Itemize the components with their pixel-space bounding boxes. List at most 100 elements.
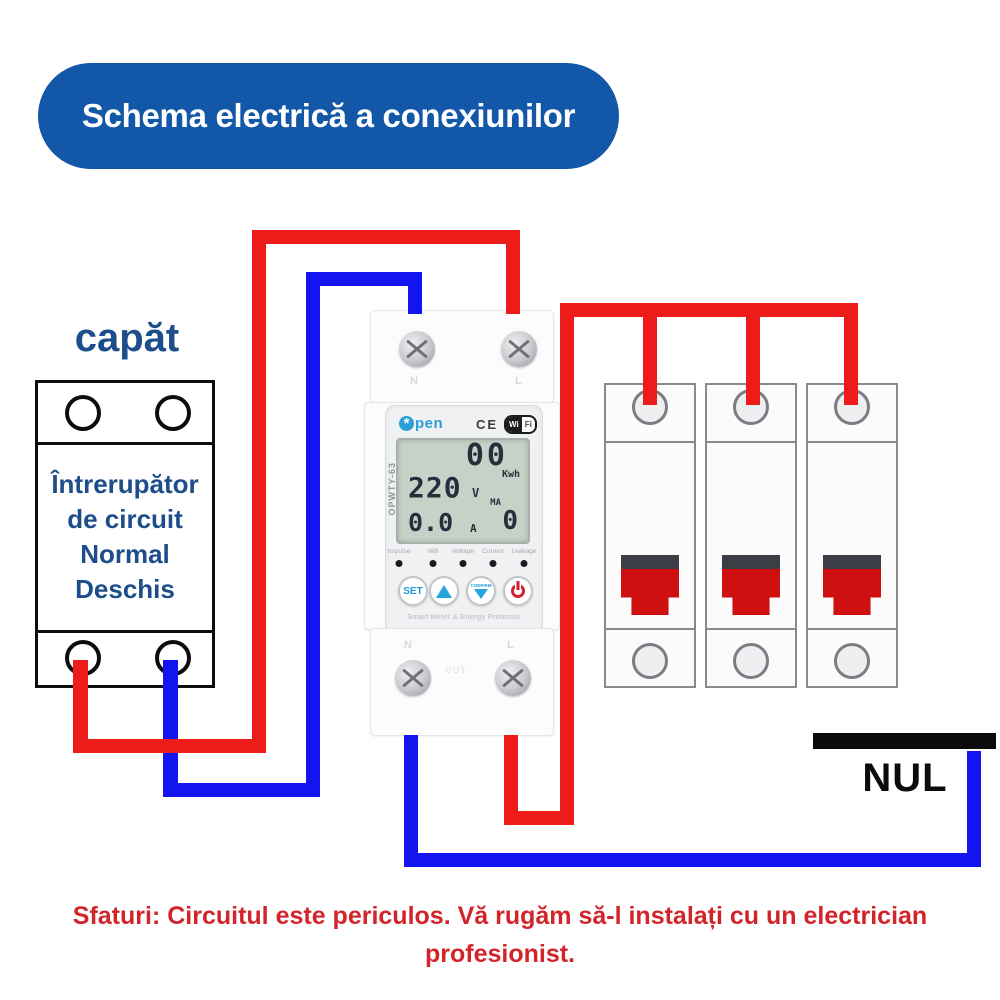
indicator-led [429, 560, 437, 567]
power-button [503, 576, 533, 606]
blue-wire-segment [404, 735, 418, 867]
breaker-bottom-section [707, 628, 795, 686]
left-breaker-label: Întrerupător de circuit Normal Deschis [38, 467, 212, 607]
blue-wire-segment [163, 660, 178, 797]
neutral-busbar [813, 733, 996, 749]
blue-wire-segment [163, 783, 320, 797]
breaker-switch-bar [722, 555, 780, 569]
out-embossed-label: OUT [445, 665, 467, 675]
breaker-switch-toggle [621, 569, 679, 615]
lcd-energy-value: 00 [465, 438, 508, 473]
breaker-bottom-section [808, 628, 896, 686]
red-wire-segment [252, 230, 266, 753]
lcd-display: 00 Kwh 220 V 0.0 A MA 0 [396, 438, 530, 544]
smart-meter-device: N L * pen CE Wi Fi OPWTY-63 00 Kwh 220 V… [364, 310, 560, 736]
label-line: Deschis [75, 574, 175, 604]
meter-top-terminal-block: N L [370, 310, 554, 404]
label-line: Normal [80, 539, 170, 569]
blue-wire-segment [967, 751, 981, 867]
lcd-leakage-value: 0 [502, 506, 518, 536]
terminal-circle [733, 643, 769, 679]
meter-bottom-terminal-block: N L OUT [370, 628, 554, 736]
left-breaker-bottom-section [38, 630, 212, 685]
indicator-label: Impulse [387, 548, 411, 555]
set-button: SET [398, 576, 428, 606]
red-wire-segment [73, 660, 88, 753]
breaker-top-section [808, 385, 896, 443]
terminal-label-l: L [515, 375, 522, 387]
label-line: de circuit [67, 504, 183, 534]
red-wire-segment [844, 310, 858, 405]
wifi-badge-left: Wi [506, 417, 522, 432]
red-wire-segment [504, 811, 574, 825]
left-breaker-top-section [38, 383, 212, 445]
circuit-breaker-3 [806, 383, 898, 688]
lcd-current-unit: A [470, 522, 477, 535]
screw-icon [501, 331, 537, 367]
blue-wire-segment [306, 272, 320, 797]
indicator-label: Wifi [427, 548, 439, 555]
red-wire-segment [560, 303, 858, 317]
breaker-bottom-section [606, 628, 694, 686]
blue-wire-segment [404, 853, 981, 867]
warning-text: Sfaturi: Circuitul este periculos. Vă ru… [72, 902, 928, 968]
indicator-led [395, 560, 403, 567]
meter-faceplate: * pen CE Wi Fi OPWTY-63 00 Kwh 220 V 0.0… [385, 405, 543, 641]
capat-heading: capăt [74, 316, 180, 360]
indicator-led [489, 560, 497, 567]
indicator-label: Voltage [452, 548, 474, 555]
blue-wire-segment [408, 272, 422, 314]
gear-icon: * [399, 416, 414, 431]
lcd-voltage-unit: V [472, 486, 480, 500]
normally-open-breaker-box: Întrerupător de circuit Normal Deschis [35, 380, 215, 688]
up-arrow-icon [436, 584, 452, 598]
breaker-switch-bar [621, 555, 679, 569]
red-wire-segment [73, 739, 266, 753]
red-wire-segment [506, 230, 520, 314]
lcd-leakage-label: MA [490, 498, 501, 508]
indicator-led [520, 560, 528, 567]
meter-tagline: Smart Meter & Energy Protector [407, 612, 521, 621]
wifi-badge-icon: Wi Fi [504, 415, 537, 434]
breaker-switch-bar [823, 555, 881, 569]
lcd-energy-unit: Kwh [501, 469, 520, 480]
terminal-label-n: N [404, 639, 412, 651]
lcd-current-value: 0.0 [408, 508, 454, 537]
title-banner: Schema electrică a conexiunilor [38, 63, 619, 169]
terminal-circle [834, 389, 870, 425]
breaker-switch-toggle [823, 569, 881, 615]
down-arrow-icon [474, 589, 488, 599]
terminal-circle [155, 395, 191, 431]
set-button-label: SET [403, 585, 423, 597]
terminal-label-l: L [507, 639, 514, 651]
confirm-button-label: CONFIRM [470, 583, 492, 588]
screw-icon [495, 660, 531, 696]
nul-label: NUL [862, 756, 948, 800]
terminal-circle [632, 643, 668, 679]
page-title: Schema electrică a conexiunilor [81, 97, 576, 134]
circuit-breaker-2 [705, 383, 797, 688]
brand-logo: * pen [399, 415, 443, 432]
confirm-button: CONFIRM [466, 576, 496, 606]
terminal-circle [65, 395, 101, 431]
lcd-voltage-value: 220 [408, 471, 462, 504]
up-button [429, 576, 459, 606]
red-wire-segment [504, 735, 518, 825]
screw-icon [395, 660, 431, 696]
circuit-breaker-1 [604, 383, 696, 688]
indicator-label: Leakage [511, 548, 537, 555]
red-wire-segment [643, 310, 657, 405]
red-wire-segment [746, 310, 760, 405]
red-wire-segment [252, 230, 520, 244]
screw-icon [399, 331, 435, 367]
blue-wire-segment [306, 272, 422, 286]
terminal-label-n: N [410, 375, 418, 387]
ce-mark: CE [476, 417, 499, 432]
wifi-badge-right: Fi [524, 420, 532, 429]
terminal-circle [834, 643, 870, 679]
power-icon [511, 584, 525, 598]
red-wire-segment [560, 303, 574, 825]
indicator-led [459, 560, 467, 567]
breaker-switch-toggle [722, 569, 780, 615]
